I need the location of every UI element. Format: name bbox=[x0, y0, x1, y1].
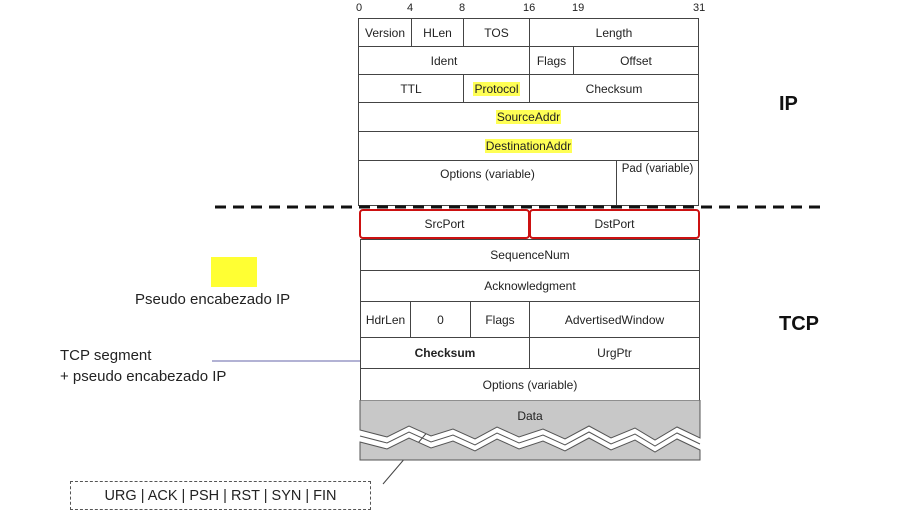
bit-0: 0 bbox=[356, 2, 363, 14]
bit-4: 4 bbox=[407, 2, 414, 14]
tcp-window-field: AdvertisedWindow bbox=[529, 301, 700, 338]
segment-label-line2: + pseudo encabezado IP bbox=[60, 368, 227, 385]
tcp-data-field bbox=[359, 400, 701, 461]
ip-ttl-field: TTL bbox=[358, 74, 464, 103]
tcp-flags-list-text: URG | ACK | PSH | RST | SYN | FIN bbox=[104, 487, 337, 504]
bit-8: 8 bbox=[459, 2, 466, 14]
ip-source-field: SourceAddr bbox=[358, 102, 699, 132]
tcp-flags-field: Flags bbox=[470, 301, 530, 338]
bit-19: 19 bbox=[572, 2, 585, 14]
segment-label-line1: TCP segment bbox=[60, 347, 152, 364]
bit-31: 31 bbox=[693, 2, 706, 14]
tcp-flags-list: URG | ACK | PSH | RST | SYN | FIN bbox=[70, 481, 371, 510]
tcp-reserved-field: 0 bbox=[410, 301, 471, 338]
tcp-data-label: Data bbox=[517, 409, 543, 423]
tcp-options-field: Options (variable) bbox=[360, 368, 700, 401]
pseudo-header-swatch bbox=[211, 257, 257, 287]
ip-hlen-field: HLen bbox=[411, 18, 464, 47]
tcp-srcport-field: SrcPort bbox=[359, 209, 530, 239]
ip-label: IP bbox=[779, 93, 798, 115]
tcp-hdrlen-field: HdrLen bbox=[360, 301, 411, 338]
tcp-ack-field: Acknowledgment bbox=[360, 270, 700, 302]
tcp-checksum-field: Checksum bbox=[360, 337, 530, 369]
bit-16: 16 bbox=[523, 2, 536, 14]
pseudo-header-label: Pseudo encabezado IP bbox=[135, 291, 291, 308]
ip-flags-field: Flags bbox=[529, 46, 574, 75]
ip-pad-field: Pad (variable) bbox=[616, 160, 699, 206]
tcp-seqnum-field: SequenceNum bbox=[360, 239, 700, 271]
tcp-dstport-field: DstPort bbox=[529, 209, 700, 239]
tcp-urgptr-field: UrgPtr bbox=[529, 337, 700, 369]
tcp-label: TCP bbox=[779, 313, 819, 335]
ip-ident-field: Ident bbox=[358, 46, 530, 75]
ip-options-field: Options (variable) bbox=[358, 160, 617, 206]
ip-protocol-field: Protocol bbox=[463, 74, 530, 103]
ip-length-field: Length bbox=[529, 18, 699, 47]
